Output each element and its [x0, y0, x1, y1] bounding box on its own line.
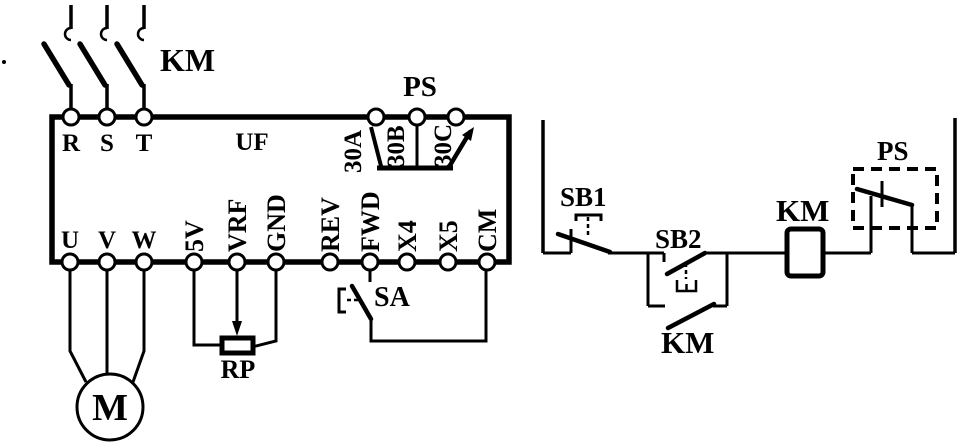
terminal-30C: [446, 107, 466, 127]
terminal-R: [61, 107, 81, 127]
potentiometer: RP: [192, 270, 278, 384]
potentiometer-label: RP: [221, 355, 256, 384]
motor-circle: [75, 372, 145, 442]
wire-SA-to-CM: [369, 270, 488, 343]
terminal-REV: [320, 252, 340, 272]
pushbutton-head: [574, 213, 603, 221]
terminal-VRF-label: VRF: [223, 199, 252, 252]
contact-blade: [555, 231, 613, 255]
terminal-X5: [438, 252, 458, 272]
inverter-name: UF: [235, 129, 268, 156]
fault-relay-name: PS: [403, 71, 437, 103]
contact-blade: [854, 186, 915, 208]
potentiometer-body: [219, 335, 256, 356]
holding-contact-label: KM: [661, 325, 714, 360]
terminal-30B-label: 30B: [383, 125, 410, 167]
terminal-30A: [366, 107, 386, 127]
contact-blade: [114, 41, 145, 88]
terminal-30A-label: 30A: [340, 130, 367, 173]
motor-label: M: [92, 387, 128, 429]
fault-contact-label: PS: [877, 136, 909, 166]
terminal-V-label: V: [98, 227, 116, 254]
contactor-main-label: KM: [160, 42, 215, 78]
wire-5V-to-RP: [192, 270, 223, 347]
ink-speck: [2, 60, 6, 64]
control-circuit: SB1 SB2 KM KM: [541, 118, 957, 360]
terminal-30B: [407, 107, 427, 127]
wire-GND-to-RP: [251, 270, 278, 349]
coil-label: KM: [776, 193, 829, 228]
stop-button: SB1: [555, 182, 613, 255]
relay-arm-arrowhead: [462, 127, 474, 141]
relay-contact-left: [369, 126, 383, 167]
run-switch-label: SA: [374, 282, 411, 313]
stop-button-label: SB1: [560, 182, 607, 212]
terminal-VRF: [227, 252, 247, 272]
motor: M: [68, 270, 146, 442]
motor-wire-W: [131, 270, 146, 383]
coil-body: [784, 226, 826, 279]
fault-relay-output: PS 30A 30B 30C: [340, 71, 474, 173]
contact-blade: [77, 41, 108, 88]
terminal-30C-label: 30C: [430, 124, 457, 167]
motor-output-terminals: U V W: [60, 227, 157, 272]
terminal-CM-label: CM: [473, 209, 502, 252]
terminal-T: [134, 107, 154, 127]
fixed-contact-hook: [99, 26, 108, 42]
terminal-CM: [477, 252, 497, 272]
terminal-W: [134, 252, 154, 272]
holding-contact: KM: [646, 253, 729, 360]
terminal-5V-label: 5V: [180, 220, 209, 252]
wiper-arrow: [232, 321, 242, 336]
terminal-X5-label: X5: [434, 220, 463, 252]
fixed-contact-hook: [136, 26, 145, 42]
fault-contact: PS: [851, 136, 939, 253]
terminal-REV-label: REV: [316, 197, 345, 252]
terminal-V: [97, 252, 117, 272]
terminal-X4-label: X4: [393, 220, 422, 252]
power-input-terminals: R S T: [61, 107, 154, 157]
switch-blade: [349, 283, 374, 322]
terminal-GND: [266, 252, 286, 272]
contact-blade: [41, 41, 72, 88]
terminal-5V: [184, 252, 204, 272]
contactor-coil: KM: [776, 193, 829, 279]
terminal-FWD-label: FWD: [356, 191, 385, 252]
terminal-R-label: R: [62, 130, 81, 157]
terminal-S: [97, 107, 117, 127]
start-button: SB2: [655, 224, 708, 293]
start-button-label: SB2: [655, 224, 702, 254]
terminal-W-label: W: [132, 227, 157, 254]
terminal-X4: [397, 252, 417, 272]
terminal-T-label: T: [136, 130, 153, 157]
contactor-main-contacts: KM: [41, 5, 215, 110]
terminal-U-label: U: [61, 227, 79, 254]
fault-contact-boundary: [851, 167, 939, 230]
terminal-U: [60, 252, 80, 272]
terminal-FWD: [360, 252, 380, 272]
contact-blade: [665, 301, 717, 331]
terminal-GND-label: GND: [262, 194, 291, 252]
switch-actuator-bracket: [337, 287, 346, 314]
motor-wire-U: [68, 270, 88, 383]
terminal-S-label: S: [100, 130, 114, 157]
control-terminals: 5V VRF GND REV FWD X4 X5 CM: [180, 191, 502, 272]
run-switch: SA: [337, 270, 488, 343]
fixed-contact-hook: [63, 26, 72, 42]
